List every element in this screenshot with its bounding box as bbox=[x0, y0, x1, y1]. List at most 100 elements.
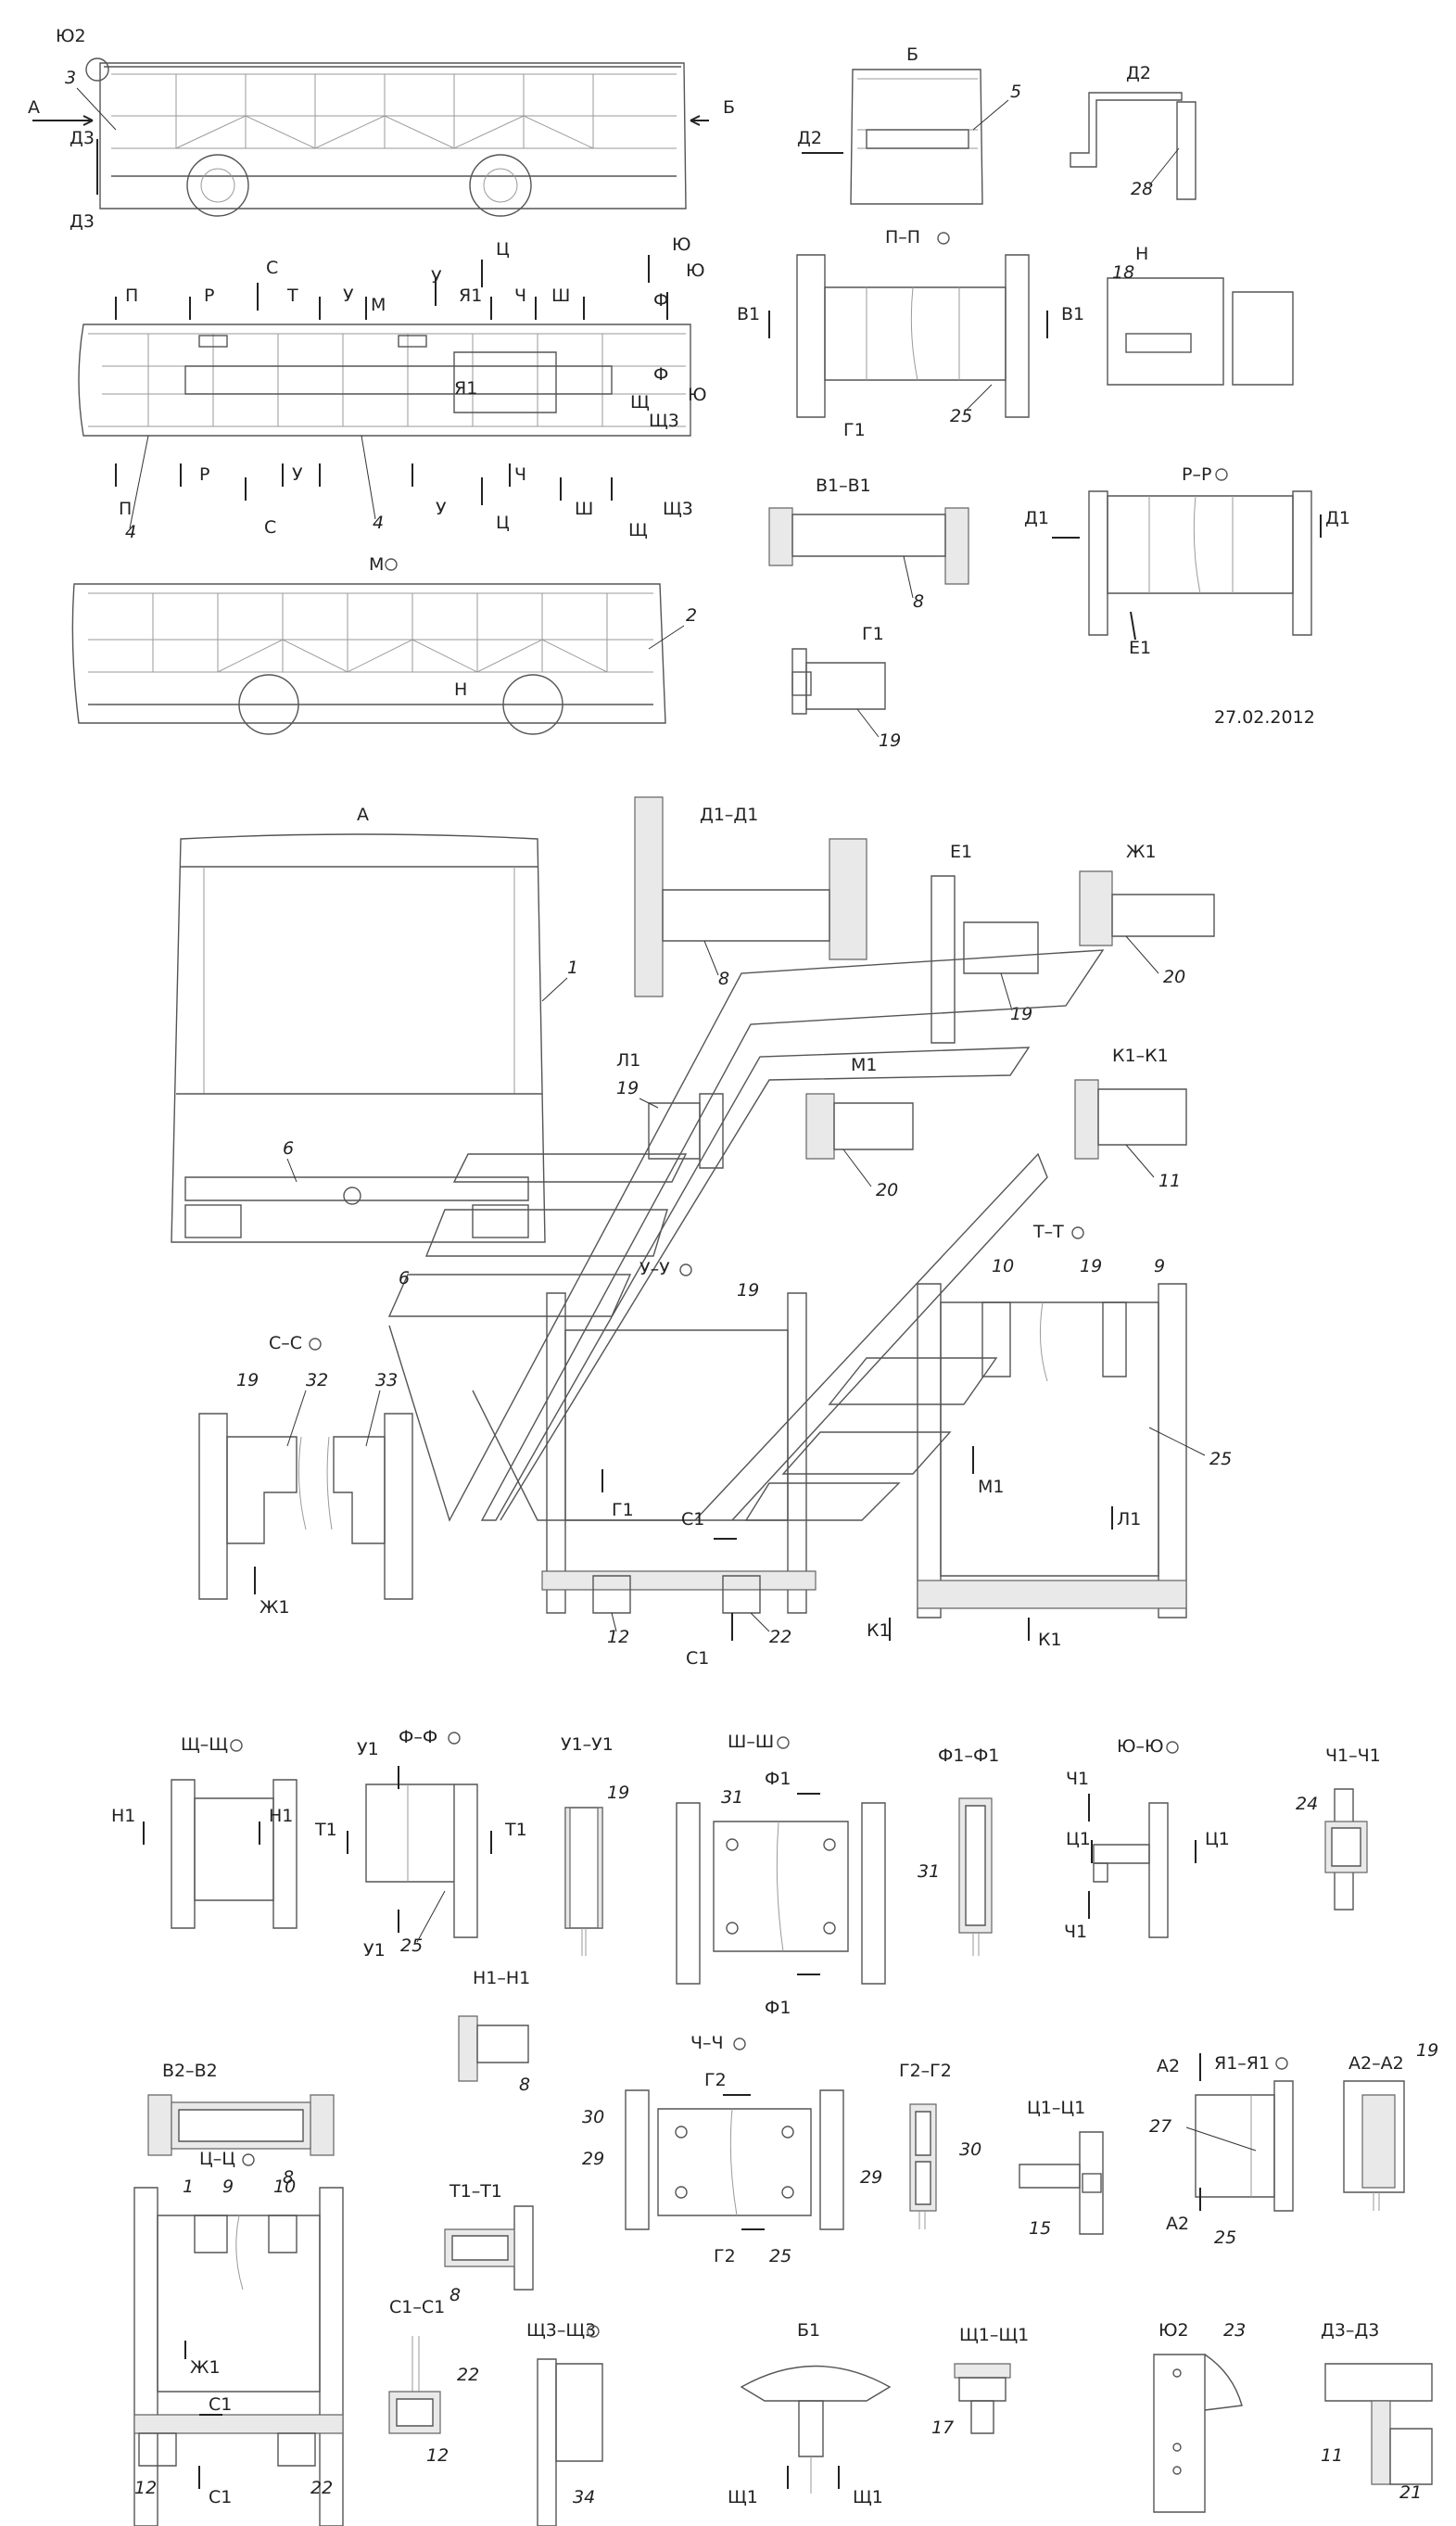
title-b: Б bbox=[906, 44, 918, 65]
title-rr: Р–Р bbox=[1182, 464, 1211, 485]
section-ch-top: Ч bbox=[514, 286, 526, 306]
label-f1-b: Ф1 bbox=[765, 1998, 791, 2018]
section-tsts: Ц–Ц 1 9 10 Ж1 С1 С1 12 22 bbox=[133, 2149, 344, 2526]
section-u-bottom-b: У bbox=[436, 499, 447, 519]
title-shch3: Щ3–Щ3 bbox=[526, 2320, 596, 2341]
title-ya1ya1: Я1–Я1 bbox=[1214, 2053, 1270, 2074]
label-l1-tt: Л1 bbox=[1117, 1509, 1141, 1530]
label-ts1-a: Ц1 bbox=[1066, 1829, 1091, 1849]
section-f1f1: Ф1–Ф1 31 bbox=[918, 1745, 999, 1956]
section-chch: Ч–Ч Г2 30 29 Г2 25 bbox=[582, 2033, 844, 2266]
leader-9-ts: 9 bbox=[222, 2177, 234, 2197]
title-m1: М1 bbox=[851, 1055, 877, 1075]
leader-2: 2 bbox=[686, 605, 697, 626]
section-shch3-right: Щ3 bbox=[649, 411, 679, 431]
title-m: М bbox=[369, 554, 384, 575]
section-d1d1: Д1–Д1 8 bbox=[634, 796, 867, 997]
label-zh1-cc: Ж1 bbox=[260, 1597, 290, 1618]
title-ts1ts1: Ц1–Ц1 bbox=[1027, 2098, 1085, 2118]
leader-19-l1: 19 bbox=[616, 1078, 639, 1098]
label-m1-tt: М1 bbox=[978, 1477, 1004, 1497]
rear-view-b: Б 5 Д2 bbox=[797, 44, 1021, 205]
section-f-top: Ф bbox=[653, 290, 668, 311]
overlay-shapes: 6 bbox=[387, 949, 1105, 1522]
section-n1n1: Н1–Н1 8 bbox=[458, 1968, 530, 2095]
leader-19-uu: 19 bbox=[737, 1280, 759, 1301]
section-cc: С–С 19 32 33 Ж1 bbox=[198, 1333, 413, 1618]
section-m-top: М bbox=[371, 295, 386, 315]
section-shch1: Щ1–Щ1 17 bbox=[931, 2325, 1029, 2438]
title-shch1: Щ1–Щ1 bbox=[959, 2325, 1029, 2345]
leader-33: 33 bbox=[375, 1370, 398, 1390]
title-d2: Д2 bbox=[1126, 63, 1151, 83]
label-yu2: Ю2 bbox=[56, 26, 86, 46]
label-c1-ts-a: С1 bbox=[209, 2394, 232, 2415]
section-ya1-mid: Я1 bbox=[454, 378, 477, 399]
label-u1-ff-b: У1 bbox=[363, 1940, 386, 1961]
label-d2: Д2 bbox=[797, 128, 822, 148]
title-n1n1: Н1–Н1 bbox=[473, 1968, 530, 1988]
leader-31-wsh: 31 bbox=[721, 1787, 743, 1808]
leader-25-ya1: 25 bbox=[1214, 2228, 1236, 2248]
leader-23: 23 bbox=[1223, 2320, 1246, 2341]
section-s-top: С bbox=[266, 258, 278, 278]
leader-1-a: 1 bbox=[567, 958, 578, 978]
section-r-bottom: Р bbox=[199, 464, 209, 485]
section-ch-bottom: Ч bbox=[514, 464, 526, 485]
leader-6-overlay: 6 bbox=[399, 1268, 410, 1288]
section-ts-bottom: Ц bbox=[496, 513, 510, 533]
view-l1: Л1 19 bbox=[616, 1050, 724, 1169]
section-k1k1: К1–К1 11 bbox=[1074, 1046, 1187, 1191]
title-tsts: Ц–Ц bbox=[199, 2149, 235, 2169]
leader-19-a2: 19 bbox=[1416, 2040, 1438, 2061]
leader-19-g1: 19 bbox=[879, 730, 901, 751]
section-t-top: Т bbox=[286, 286, 298, 306]
title-s1s1: С1–С1 bbox=[389, 2297, 445, 2317]
label-t1-ff-a: Т1 bbox=[314, 1820, 337, 1840]
bus-side-view-m: М 2 Н bbox=[71, 554, 697, 735]
title-shsh: Щ–Щ bbox=[181, 1734, 228, 1755]
section-p-bottom: П bbox=[119, 499, 132, 519]
label-c1-ts-b: С1 bbox=[209, 2487, 232, 2507]
leader-20-zh1: 20 bbox=[1163, 967, 1185, 987]
section-yu-top-b: Ю bbox=[686, 260, 705, 281]
title-yu2: Ю2 bbox=[1158, 2320, 1189, 2341]
label-n: Н bbox=[454, 679, 467, 700]
leader-8-t1: 8 bbox=[449, 2285, 461, 2305]
leader-12-uu: 12 bbox=[607, 1627, 629, 1647]
section-p-top: П bbox=[125, 286, 138, 306]
title-a: А bbox=[357, 805, 369, 825]
label-g2-b: Г2 bbox=[714, 2246, 736, 2266]
label-t1-ff-b: Т1 bbox=[504, 1820, 527, 1840]
leader-30-chch: 30 bbox=[582, 2107, 604, 2127]
leader-25-ff: 25 bbox=[400, 1936, 423, 1956]
section-shch3: Щ3–Щ3 34 bbox=[526, 2320, 603, 2526]
label-v1-b: В1 bbox=[1061, 304, 1084, 324]
section-u-bottom-a: У bbox=[292, 464, 303, 485]
leader-8-d1: 8 bbox=[718, 969, 729, 989]
label-b: Б bbox=[723, 97, 735, 118]
title-t1t1: Т1–Т1 bbox=[449, 2181, 502, 2202]
section-ff: Ф–Ф У1 Т1 Т1 У1 25 bbox=[314, 1727, 527, 1961]
leader-8-v1: 8 bbox=[913, 591, 924, 612]
leader-22-ts: 22 bbox=[310, 2478, 333, 2498]
section-yuyu: Ю–Ю Ч1 Ц1 Ц1 Ч1 bbox=[1064, 1736, 1230, 1942]
leader-19-tt: 19 bbox=[1080, 1256, 1102, 1276]
leader-8-v2: 8 bbox=[283, 2167, 294, 2188]
label-v1-a: В1 bbox=[737, 304, 760, 324]
title-a2a2: А2–А2 bbox=[1348, 2053, 1404, 2074]
view-yu2: Ю2 23 bbox=[1153, 2320, 1246, 2513]
section-rr: Р–Р Д1 Д1 Е1 bbox=[1024, 464, 1350, 658]
view-zh1: Ж1 20 bbox=[1079, 842, 1215, 987]
section-tt: Т–Т 10 19 9 25 М1 Л1 К1 К1 bbox=[867, 1222, 1232, 1650]
title-k1k1: К1–К1 bbox=[1112, 1046, 1169, 1066]
label-d3-b: Д3 bbox=[70, 211, 95, 232]
title-d3d3: Д3–Д3 bbox=[1321, 2320, 1379, 2341]
label-u1-ff-a: У1 bbox=[357, 1739, 379, 1759]
title-v1v1: В1–В1 bbox=[816, 476, 871, 496]
leader-17: 17 bbox=[931, 2418, 954, 2438]
leader-15: 15 bbox=[1029, 2218, 1051, 2239]
title-cc: С–С bbox=[269, 1333, 302, 1353]
label-ts1-b: Ц1 bbox=[1205, 1829, 1230, 1849]
section-ya1ya1: Я1–Я1 А2 27 А2 25 bbox=[1149, 2053, 1294, 2248]
